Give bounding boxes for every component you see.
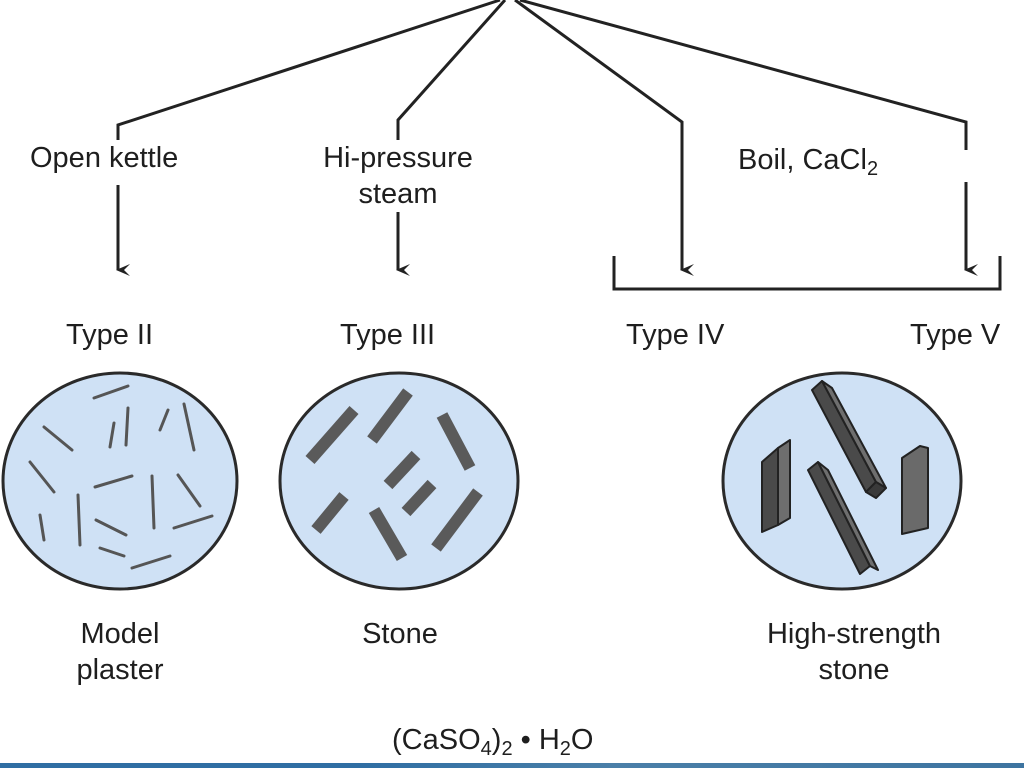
- label-model-line2: plaster: [76, 654, 164, 686]
- crystal-circle-model-plaster: [1, 371, 239, 591]
- label-hi-pressure: Hi-pressure steam: [300, 140, 496, 212]
- branch-type4: [514, 0, 684, 150]
- label-high-line2: stone: [818, 654, 890, 686]
- label-model-plaster: Model plaster: [40, 616, 200, 688]
- label-boil-subscript: 2: [866, 158, 879, 180]
- formula-part2: ): [491, 724, 502, 756]
- formula-sub2: 2: [501, 738, 513, 760]
- label-high-line1: High-strength: [766, 618, 942, 650]
- label-open-kettle: Open kettle: [30, 142, 179, 174]
- branch-lines: [116, 0, 968, 150]
- bracket-type4-5: [612, 256, 1002, 291]
- label-model-line1: Model: [80, 618, 160, 650]
- label-type-4: Type IV: [626, 319, 725, 351]
- label-boil-cacl2: Boil, CaCl2: [738, 142, 878, 187]
- arrows: [116, 150, 978, 276]
- branch-type3: [396, 0, 507, 140]
- label-boil-text: Boil, CaCl: [738, 144, 867, 176]
- formula-calcium-sulfate-hemihydrate: (CaSO4)2 • H2O: [392, 722, 593, 767]
- formula-sub3: 2: [559, 738, 571, 760]
- crystal-circle-stone: [278, 371, 520, 591]
- label-hi-pressure-line2: steam: [358, 178, 438, 210]
- label-high-strength-stone: High-strength stone: [730, 616, 978, 688]
- formula-part4: O: [570, 724, 594, 756]
- formula-part1: (CaSO: [392, 724, 481, 756]
- formula-part3: • H: [512, 724, 560, 756]
- branch-type5: [519, 0, 968, 150]
- label-type-2: Type II: [66, 319, 154, 351]
- label-type-3: Type III: [340, 319, 436, 351]
- label-type-5: Type V: [910, 319, 1001, 351]
- formula-sub1: 4: [480, 738, 492, 760]
- label-hi-pressure-line1: Hi-pressure: [323, 142, 473, 174]
- branch-type2: [116, 0, 501, 140]
- crystal-circle-high-strength-stone: [721, 371, 963, 591]
- bottom-accent-bar: [0, 763, 1024, 768]
- label-stone: Stone: [362, 618, 438, 650]
